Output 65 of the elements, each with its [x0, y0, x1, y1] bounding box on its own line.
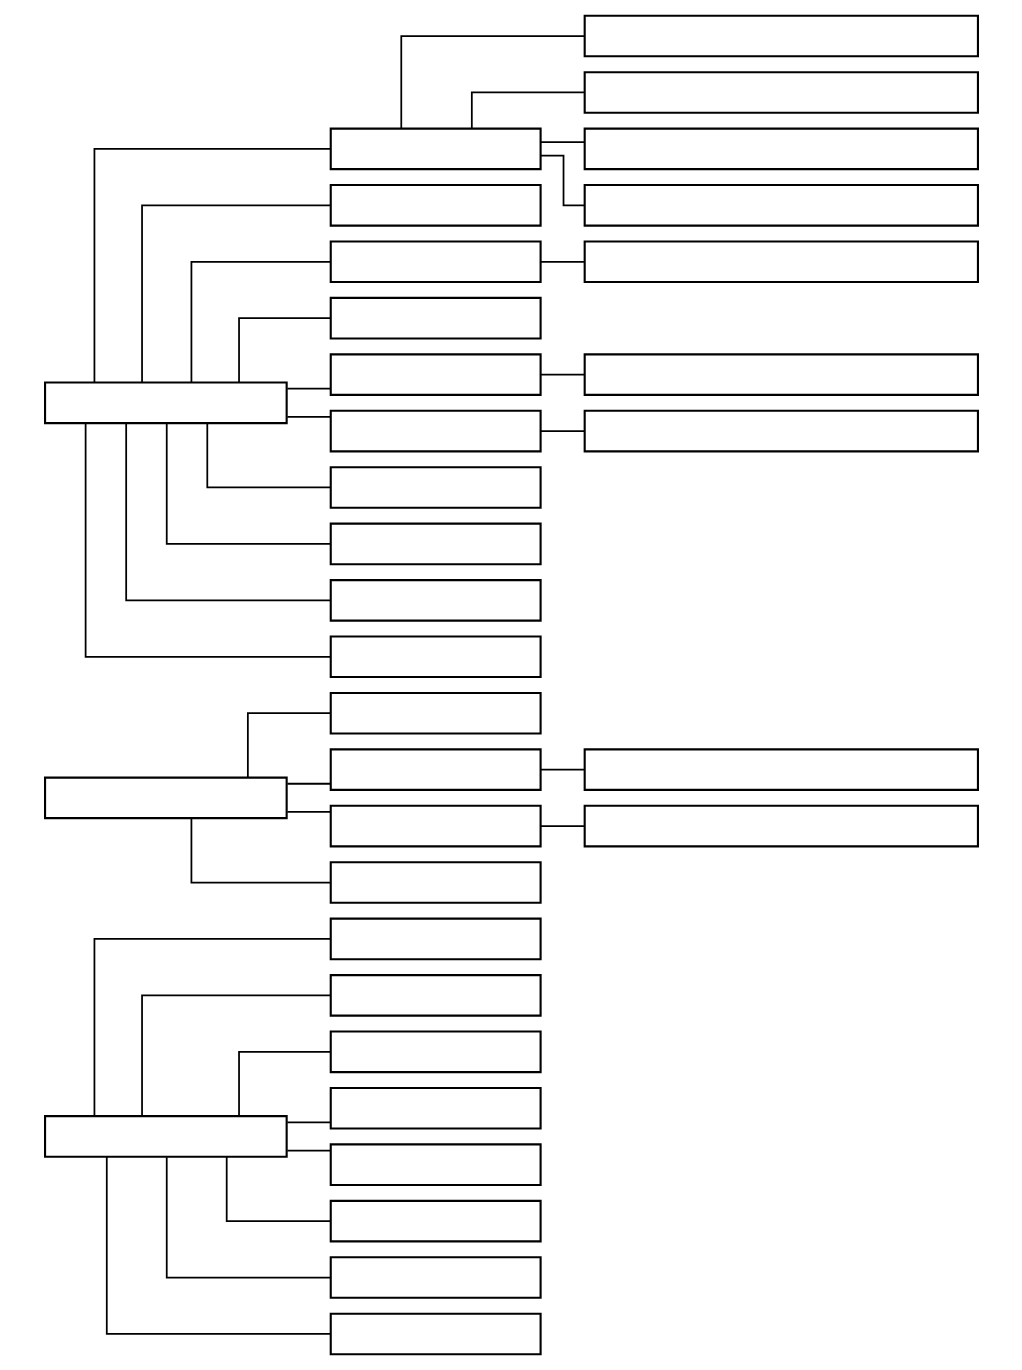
connector — [285, 416, 331, 418]
connector — [140, 204, 331, 384]
node-box — [329, 353, 542, 396]
connector — [246, 712, 331, 779]
connector — [539, 825, 585, 827]
node-box — [329, 917, 542, 961]
node-box — [329, 127, 542, 171]
node-box — [329, 1086, 542, 1130]
connector — [539, 154, 585, 207]
node-box — [329, 579, 542, 622]
connector — [205, 422, 331, 489]
connector — [93, 938, 331, 1117]
connector — [165, 1156, 331, 1279]
node-box — [583, 409, 979, 453]
node-box — [329, 1256, 542, 1299]
node-box — [329, 184, 542, 227]
node-box — [329, 861, 542, 904]
node-box — [583, 127, 979, 171]
connector — [470, 91, 585, 130]
connector — [124, 422, 331, 602]
connector — [539, 260, 585, 263]
connector — [84, 422, 331, 658]
node-box — [329, 691, 542, 735]
connector — [105, 1155, 332, 1335]
node-box — [329, 409, 542, 453]
connector — [93, 148, 331, 383]
node-box — [583, 184, 979, 227]
connector — [539, 141, 585, 143]
connector — [539, 768, 585, 771]
connector — [285, 782, 331, 785]
node-box — [329, 522, 542, 566]
connector — [285, 1121, 331, 1124]
node-box — [583, 353, 979, 396]
connector — [225, 1156, 331, 1222]
node-box — [43, 381, 288, 425]
node-box — [583, 804, 979, 848]
node-box — [329, 240, 542, 284]
node-box — [329, 466, 542, 509]
node-box — [43, 776, 288, 820]
node-box — [329, 748, 542, 791]
node-box — [329, 296, 542, 340]
connector — [539, 430, 585, 432]
node-box — [583, 14, 979, 58]
connector — [237, 317, 331, 384]
connector — [140, 994, 331, 1117]
connector — [190, 260, 332, 383]
connector — [539, 373, 585, 376]
node-box — [583, 240, 979, 284]
connector — [285, 811, 331, 813]
connector — [285, 387, 331, 390]
connector — [190, 817, 332, 884]
node-box — [329, 1143, 542, 1186]
node-box — [329, 804, 542, 848]
connector — [399, 35, 585, 130]
node-box — [43, 1115, 288, 1158]
connector — [165, 422, 331, 545]
connector — [237, 1050, 331, 1117]
node-box — [583, 71, 979, 114]
connector — [285, 1149, 331, 1152]
node-box — [583, 748, 979, 791]
node-box — [329, 1030, 542, 1074]
node-box — [329, 974, 542, 1017]
node-box — [329, 1199, 542, 1243]
node-box — [329, 635, 542, 679]
node-box — [329, 1312, 542, 1356]
